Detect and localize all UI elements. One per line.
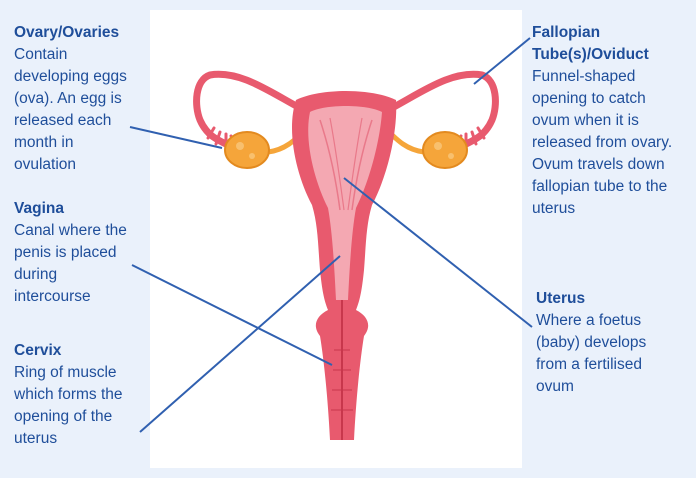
right-ovary bbox=[423, 132, 467, 168]
vagina-line: penis is placed bbox=[14, 242, 127, 264]
ovary-line: developing eggs bbox=[14, 66, 127, 88]
left-ovary bbox=[225, 132, 269, 168]
cervix-line: uterus bbox=[14, 428, 123, 450]
cervix-leader-line bbox=[140, 256, 340, 432]
fallopian-line: ovum when it is bbox=[532, 110, 672, 132]
fallopian-line: opening to catch bbox=[532, 88, 672, 110]
fallopian-line: Funnel-shaped bbox=[532, 66, 672, 88]
ovary-label: Ovary/Ovaries Contain developing eggs (o… bbox=[14, 22, 127, 176]
ovary-line: (ova). An egg is bbox=[14, 88, 127, 110]
cervix-title: Cervix bbox=[14, 340, 123, 362]
ovary-line: Contain bbox=[14, 44, 127, 66]
vagina-line: Canal where the bbox=[14, 220, 127, 242]
fallopian-line: fallopian tube to the bbox=[532, 176, 672, 198]
vagina-title: Vagina bbox=[14, 198, 127, 220]
uterus-label: Uterus Where a foetus (baby) develops fr… bbox=[536, 288, 646, 398]
ovary-line: released each bbox=[14, 110, 127, 132]
fallopian-leader-line bbox=[474, 38, 530, 84]
uterus-line: Where a foetus bbox=[536, 310, 646, 332]
cervix-line: opening of the bbox=[14, 406, 123, 428]
fallopian-line: Ovum travels down bbox=[532, 154, 672, 176]
uterus-line: from a fertilised bbox=[536, 354, 646, 376]
vagina-line: intercourse bbox=[14, 286, 127, 308]
vagina-line: during bbox=[14, 264, 127, 286]
cervix-label: Cervix Ring of muscle which forms the op… bbox=[14, 340, 123, 450]
cervix-line: Ring of muscle bbox=[14, 362, 123, 384]
uterus-line: (baby) develops bbox=[536, 332, 646, 354]
uterus-line: ovum bbox=[536, 376, 646, 398]
uterus-title: Uterus bbox=[536, 288, 646, 310]
uterus-leader-line bbox=[344, 178, 532, 327]
cervix-line: which forms the bbox=[14, 384, 123, 406]
fallopian-line: uterus bbox=[532, 198, 672, 220]
fallopian-line: released from ovary. bbox=[532, 132, 672, 154]
vagina-label: Vagina Canal where the penis is placed d… bbox=[14, 198, 127, 308]
fallopian-title: Fallopian bbox=[532, 22, 672, 44]
ovary-title: Ovary/Ovaries bbox=[14, 22, 127, 44]
ovary-line: month in bbox=[14, 132, 127, 154]
ovary-line: ovulation bbox=[14, 154, 127, 176]
fallopian-label: Fallopian Tube(s)/Oviduct Funnel-shaped … bbox=[532, 22, 672, 220]
fallopian-title: Tube(s)/Oviduct bbox=[532, 44, 672, 66]
